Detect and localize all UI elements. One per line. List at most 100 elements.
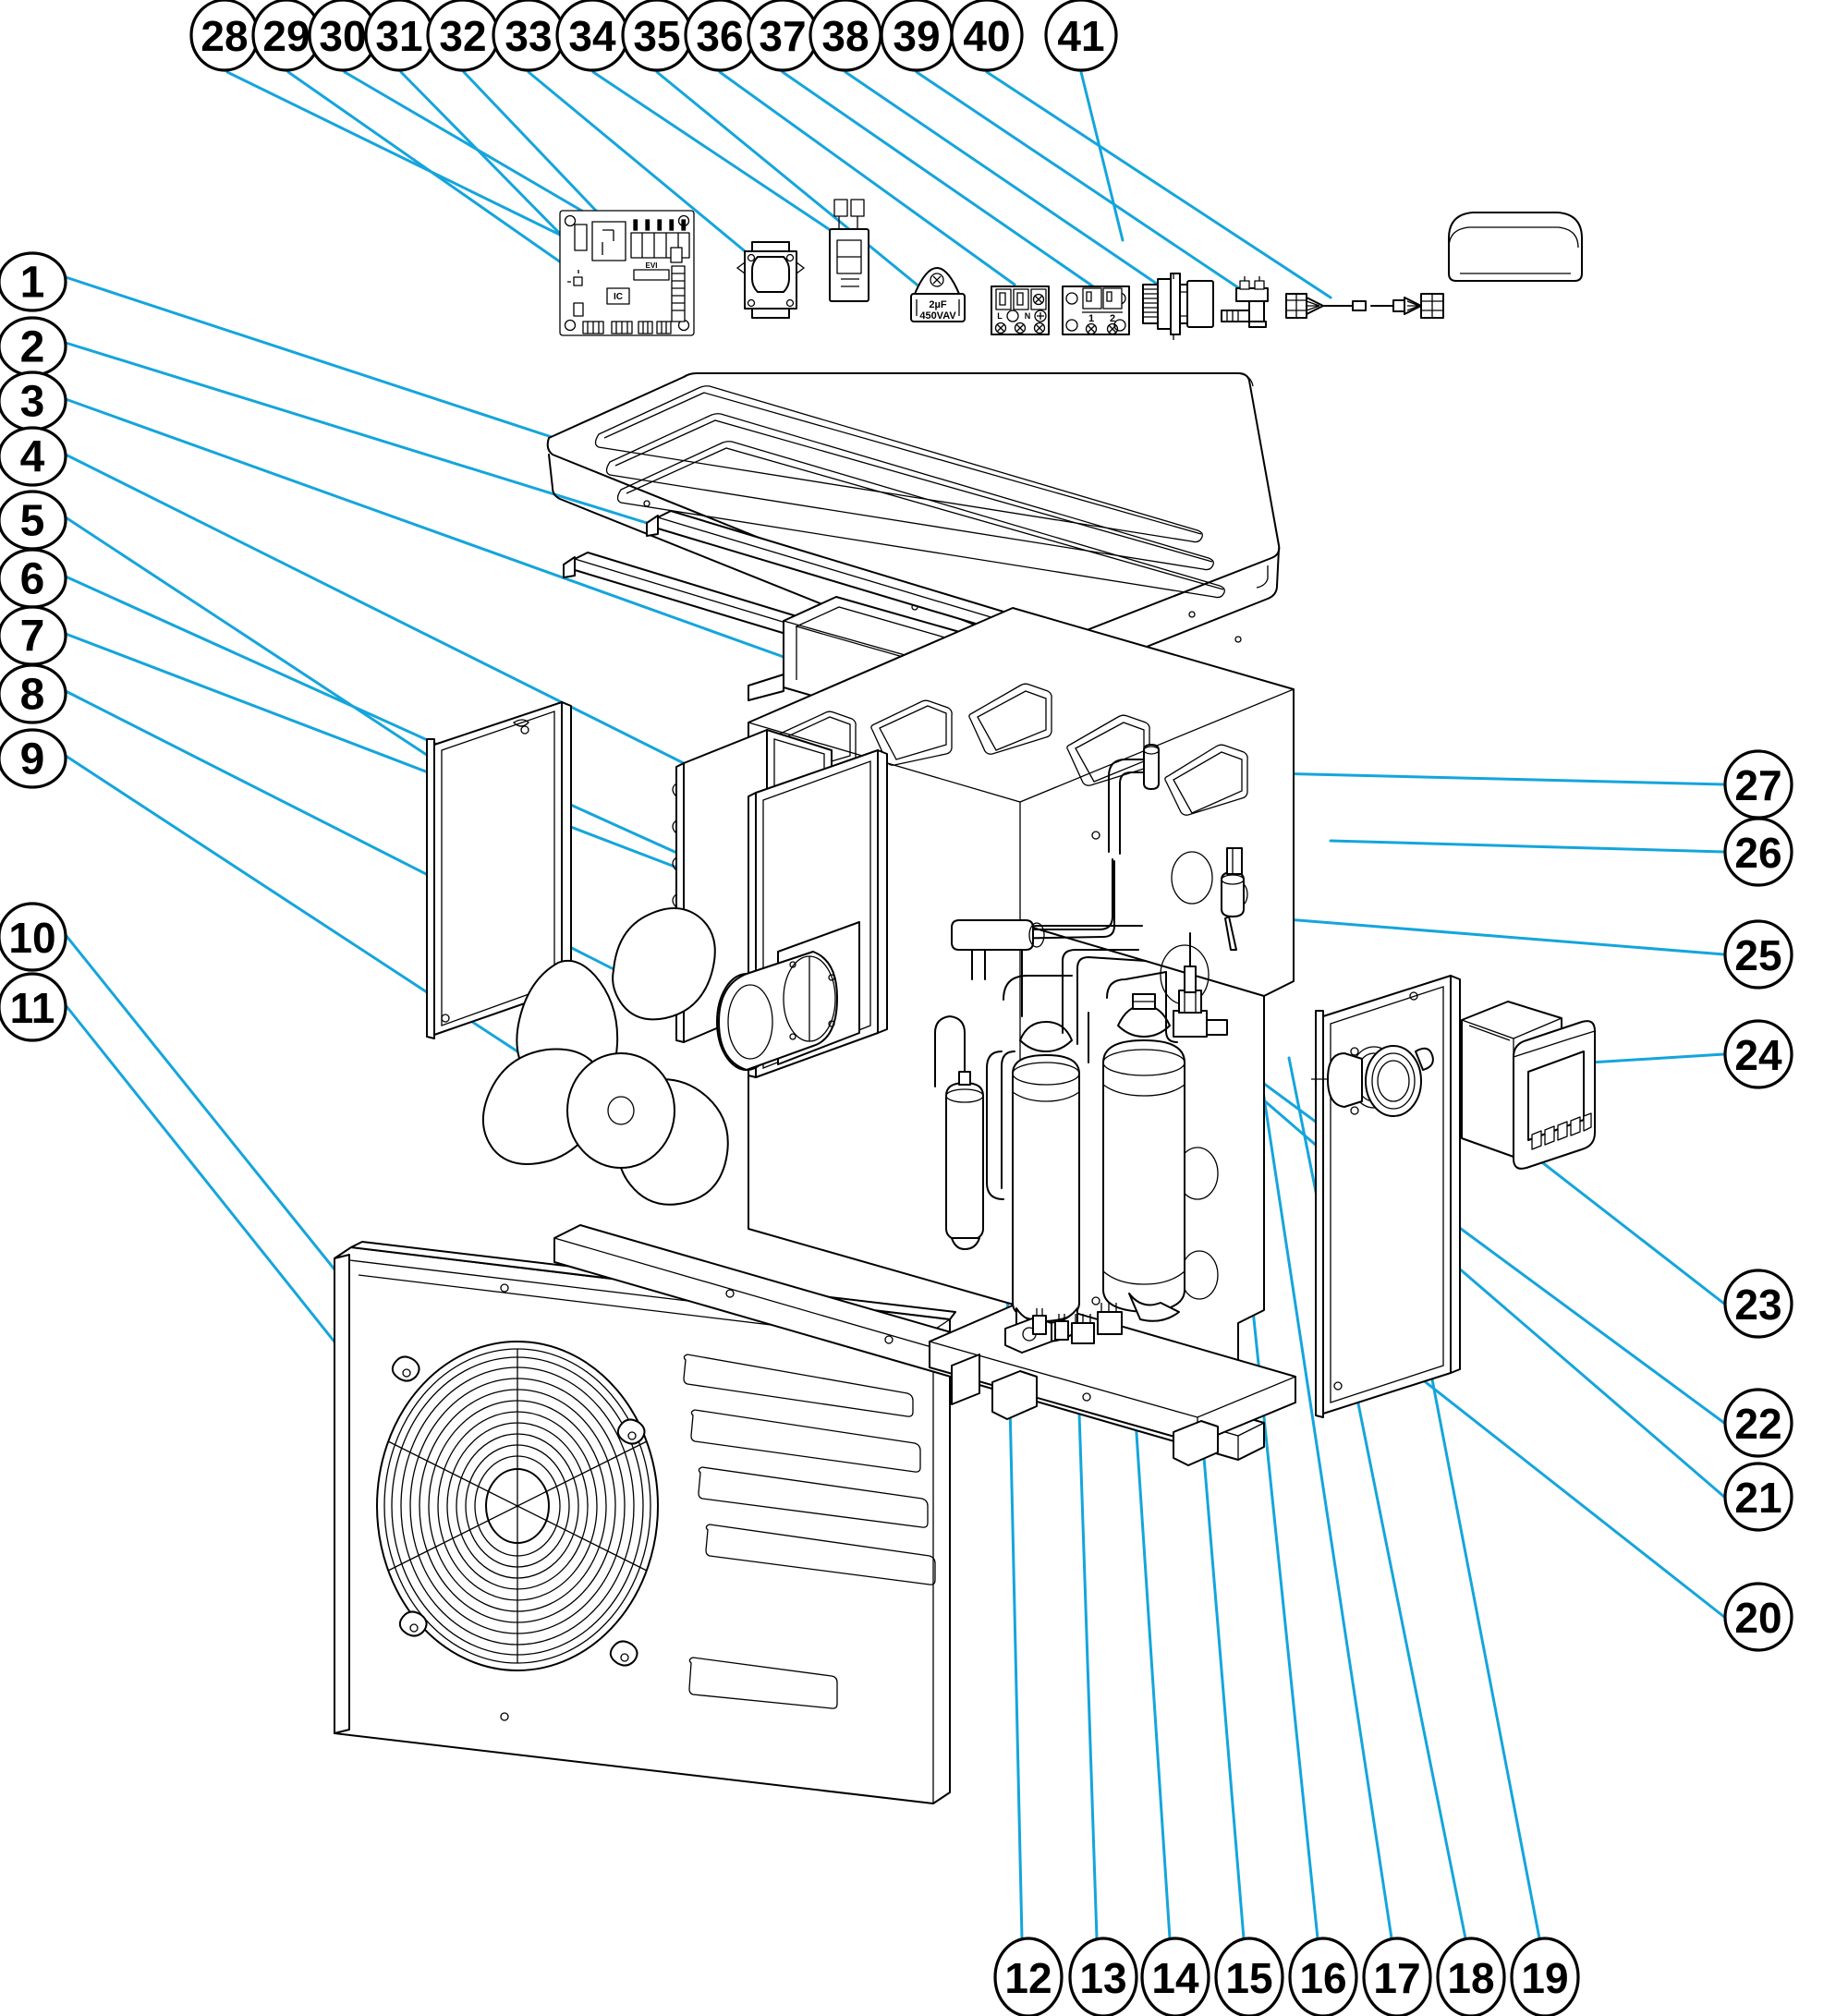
part-34-filter-module [829,199,869,302]
callout-outline [1723,919,1793,990]
callout-bubble-10[interactable]: 10 [0,902,67,972]
callout-bubble-12[interactable]: 12 [993,1937,1064,2016]
callout-number: 27 [1734,761,1781,809]
callout-bubble-13[interactable]: 13 [1068,1937,1138,2016]
callout-bubble-6[interactable]: 6 [0,548,67,609]
callout-outline [1436,1937,1506,2016]
callout-outline [1723,1582,1793,1652]
callout-number: 16 [1299,1954,1346,2002]
callout-bubble-3[interactable]: 3 [0,370,67,431]
part-8-fan-motor [716,951,838,1071]
part-19-service-valve [1173,932,1228,1038]
callout-bubble-38[interactable]: 38 [808,0,882,72]
callout-bubble-20[interactable]: 20 [1723,1582,1793,1652]
callout-number: 2 [20,323,45,372]
callout-bubble-28[interactable]: 28 [189,0,260,72]
callout-number: 22 [1734,1400,1781,1448]
callout-number: 25 [1734,931,1781,979]
callout-bubble-16[interactable]: 16 [1288,1937,1358,2016]
callout-bubble-19[interactable]: 19 [1510,1937,1580,2016]
callout-number: 32 [439,12,486,60]
callout-number: 40 [963,12,1010,60]
callout-number: 28 [201,12,248,60]
capacitor-voltage-label: 450VAV [919,310,956,322]
pcb-evi-label: EVI [646,261,658,270]
callout-number: 11 [10,984,55,1032]
callout-outline [0,251,67,312]
callout-number: 41 [1057,12,1104,60]
callout-number: 24 [1734,1031,1782,1079]
callout-bubble-36[interactable]: 36 [684,0,756,72]
callout-bubble-5[interactable]: 5 [0,490,67,551]
part-41-remote-control [1448,212,1583,282]
part-9-fan-blade [481,907,729,1206]
callout-bubble-37[interactable]: 37 [747,0,819,72]
callout-bubble-27[interactable]: 27 [1723,749,1793,820]
callout-number: 14 [1151,1954,1199,2002]
callout-outline [0,902,67,972]
callout-bubble-41[interactable]: 41 [1044,0,1118,72]
callout-outline [1723,1269,1793,1339]
part-24-display-keypad[interactable] [1531,1112,1592,1150]
callout-outline [1140,1937,1210,2016]
callout-bubble-39[interactable]: 39 [880,0,954,72]
callout-number: 23 [1734,1281,1781,1329]
callout-outline [1723,1462,1793,1532]
terminal-1-label: 1 [1088,313,1094,324]
capacitor-value-label: 2µF [929,299,946,310]
callout-bubble-9[interactable]: 9 [0,728,67,789]
callout-bubble-1[interactable]: 1 [0,251,67,312]
callout-bubble-8[interactable]: 8 [0,663,67,724]
callout-number: 35 [633,12,680,60]
callout-bubble-2[interactable]: 2 [0,316,67,377]
callout-bubble-15[interactable]: 15 [1214,1937,1284,2016]
callout-number: 13 [1079,1954,1126,2002]
callout-bubble-26[interactable]: 26 [1723,817,1793,887]
callout-bubble-25[interactable]: 25 [1723,919,1793,990]
callout-number: 36 [696,12,743,60]
callout-bubble-40[interactable]: 40 [950,0,1024,72]
callout-group-right-column: 27 26 25 24 23 22 21 20 [1723,749,1793,1652]
part-14-compressor [1004,1021,1080,1354]
callout-bubble-7[interactable]: 7 [0,605,67,666]
callout-bubble-30[interactable]: 30 [308,0,378,72]
callout-bubble-22[interactable]: 22 [1723,1388,1793,1458]
callout-bubble-14[interactable]: 14 [1140,1937,1210,2016]
part-33-transformer [736,241,806,319]
callout-outline [1214,1937,1284,2016]
terminal-n-label: N [1025,311,1031,321]
callout-bubble-35[interactable]: 35 [621,0,693,72]
callout-bubble-11[interactable]: 11 [0,972,67,1042]
callout-outline [0,663,67,724]
callout-number: 39 [893,12,940,60]
pcb-ic-label: IC [614,292,623,302]
callout-bubble-24[interactable]: 24 [1723,1019,1793,1089]
callout-number: 5 [20,497,45,546]
callout-bubble-18[interactable]: 18 [1436,1937,1506,2016]
callout-outline [1044,0,1118,72]
callout-number: 19 [1521,1954,1568,2002]
callout-outline [1723,817,1793,887]
part-23-wired-controller [1513,1020,1596,1170]
callout-number: 26 [1734,829,1781,877]
callout-bubble-32[interactable]: 32 [426,0,500,72]
callout-number: 12 [1004,1954,1052,2002]
callout-bubble-17[interactable]: 17 [1362,1937,1432,2016]
callout-bubble-33[interactable]: 33 [492,0,565,72]
callout-number: 29 [262,12,310,60]
part-20-rear-access-panel [1315,975,1461,1418]
callout-outline [1723,1388,1793,1458]
callout-bubble-4[interactable]: 4 [0,426,67,487]
callout-bubble-21[interactable]: 21 [1723,1462,1793,1532]
callout-bubble-23[interactable]: 23 [1723,1269,1793,1339]
callout-bubble-29[interactable]: 29 [251,0,322,72]
callout-bubble-34[interactable]: 34 [555,0,629,72]
part-18-suction-piping [951,858,1178,1200]
callout-outline [0,972,67,1042]
callout-bubble-31[interactable]: 31 [364,0,434,72]
callout-number: 6 [20,555,45,604]
callout-number: 31 [375,12,422,60]
callout-outline [1510,1937,1580,2016]
